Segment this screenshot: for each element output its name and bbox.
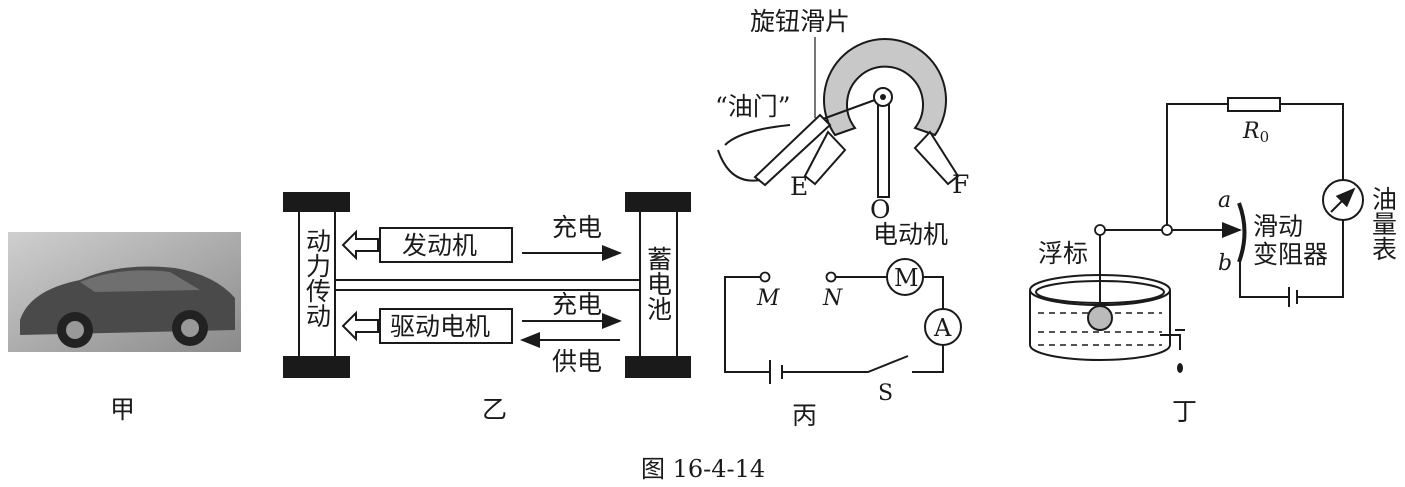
charge-label-2: 充电 xyxy=(552,290,602,319)
terminal-e: E xyxy=(790,172,808,201)
power-transmission-label: 动力传动 xyxy=(303,228,332,328)
hollow-arrow-icon xyxy=(341,310,379,342)
rheostat-label-2: 变阻器 xyxy=(1253,240,1328,269)
point-m-label: M xyxy=(756,286,780,311)
car-photo xyxy=(8,232,241,352)
panel-jia: 甲 xyxy=(8,232,241,424)
engine-label: 发动机 xyxy=(402,231,477,260)
left-cap-top xyxy=(283,192,350,212)
float-ball xyxy=(1087,305,1113,331)
terminal-o: O xyxy=(870,195,891,224)
terminal-m xyxy=(759,271,771,283)
float-label: 浮标 xyxy=(1038,239,1088,268)
panel-label-bing: 丙 xyxy=(792,401,817,430)
point-n-label: N xyxy=(822,286,843,311)
faucet-icon xyxy=(1160,329,1185,350)
left-cap-bottom xyxy=(283,356,350,378)
drive-motor-label: 驱动电机 xyxy=(390,312,490,341)
panel-yi: 动力传动 蓄电池 发动机 驱动电机 充电 充电 供电 乙 xyxy=(283,192,691,424)
end-a-label: a xyxy=(1218,188,1231,213)
battery-label: 蓄电池 xyxy=(644,246,673,321)
panel-bing: 旋钮滑片 “油门” E O F 电动机 M A M xyxy=(715,7,969,430)
right-cap-bottom xyxy=(625,356,691,378)
motor-title: 电动机 xyxy=(873,220,948,249)
end-b-label: b xyxy=(1218,251,1232,276)
circuit-bing: M A xyxy=(724,258,962,384)
fuel-tank xyxy=(1029,235,1185,373)
rheostat xyxy=(1237,202,1247,263)
ammeter-symbol-text: A xyxy=(933,314,952,342)
rheostat-label-1: 滑动 xyxy=(1253,212,1303,241)
figure-caption: 图 16-4-14 xyxy=(641,455,765,483)
motor-symbol-text: M xyxy=(894,264,919,292)
resistor-r0 xyxy=(1227,97,1281,112)
hollow-arrow-icon xyxy=(341,229,379,261)
panel-label-yi: 乙 xyxy=(482,395,507,424)
throttle-label: “油门” xyxy=(715,92,791,121)
resistor-label: R0 xyxy=(1242,119,1269,146)
panel-label-jia: 甲 xyxy=(110,395,135,424)
terminal-n xyxy=(825,271,837,283)
engine-box xyxy=(379,227,513,263)
fuel-gauge-label: 油量表 xyxy=(1369,186,1398,261)
terminal-f: F xyxy=(952,170,969,199)
panel-ding: R0 油量表 a b 滑动 变阻器 浮标 丁 xyxy=(1029,97,1398,426)
drive-motor-box xyxy=(379,308,513,344)
switch-label: S xyxy=(878,381,893,406)
knob-potentiometer xyxy=(717,38,960,198)
motor-symbol xyxy=(886,258,924,296)
ammeter-symbol xyxy=(924,308,962,346)
knob-slider-label: 旋钮滑片 xyxy=(750,7,850,36)
right-cap-top xyxy=(625,192,691,212)
charge-label-1: 充电 xyxy=(552,213,602,242)
panel-label-ding: 丁 xyxy=(1172,397,1197,426)
supply-label: 供电 xyxy=(552,347,602,376)
